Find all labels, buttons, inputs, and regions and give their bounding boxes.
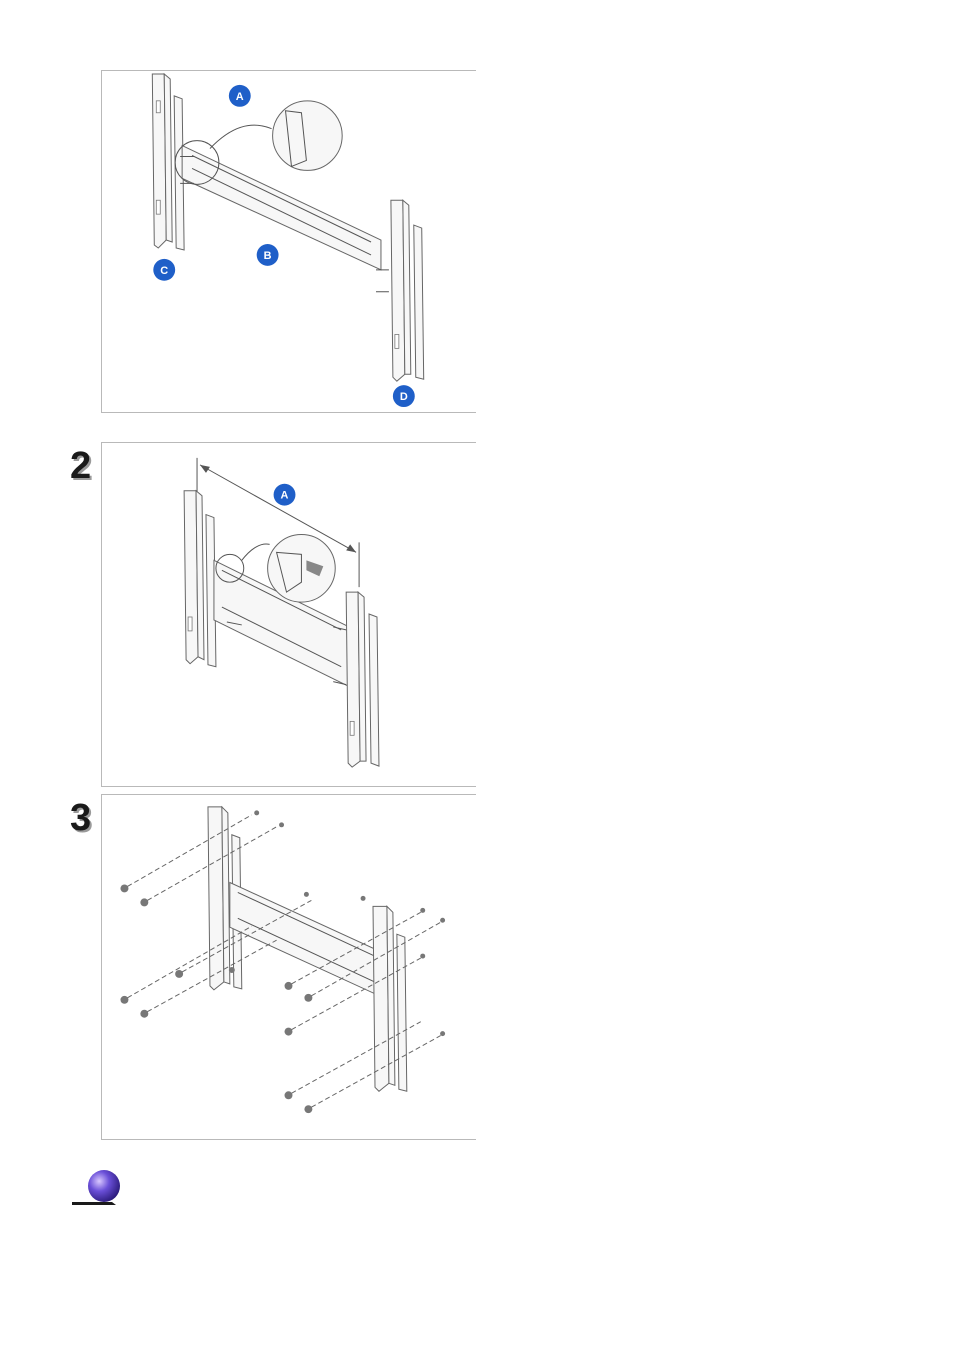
figure-step-3 <box>101 794 476 1140</box>
label-b: B <box>257 244 279 266</box>
figure-step-2: A <box>101 442 476 787</box>
svg-text:A: A <box>236 91 244 103</box>
label-d: D <box>393 385 415 407</box>
step-number-3: 3 <box>70 798 100 838</box>
svg-text:D: D <box>400 391 408 403</box>
svg-text:B: B <box>264 250 272 262</box>
purple-sphere-note-icon <box>72 1168 124 1208</box>
figure-step-1: A B C D <box>101 70 476 413</box>
screw-fixing-diagram <box>102 795 476 1139</box>
svg-text:C: C <box>160 265 168 277</box>
step-number-2: 2 <box>70 446 100 486</box>
bracket-spacing-diagram: A <box>102 443 476 786</box>
svg-text:A: A <box>281 490 289 502</box>
label-a: A <box>274 484 296 506</box>
mount-assembly-diagram: A B C D <box>102 71 476 412</box>
label-c: C <box>153 259 175 281</box>
label-a: A <box>229 85 251 107</box>
